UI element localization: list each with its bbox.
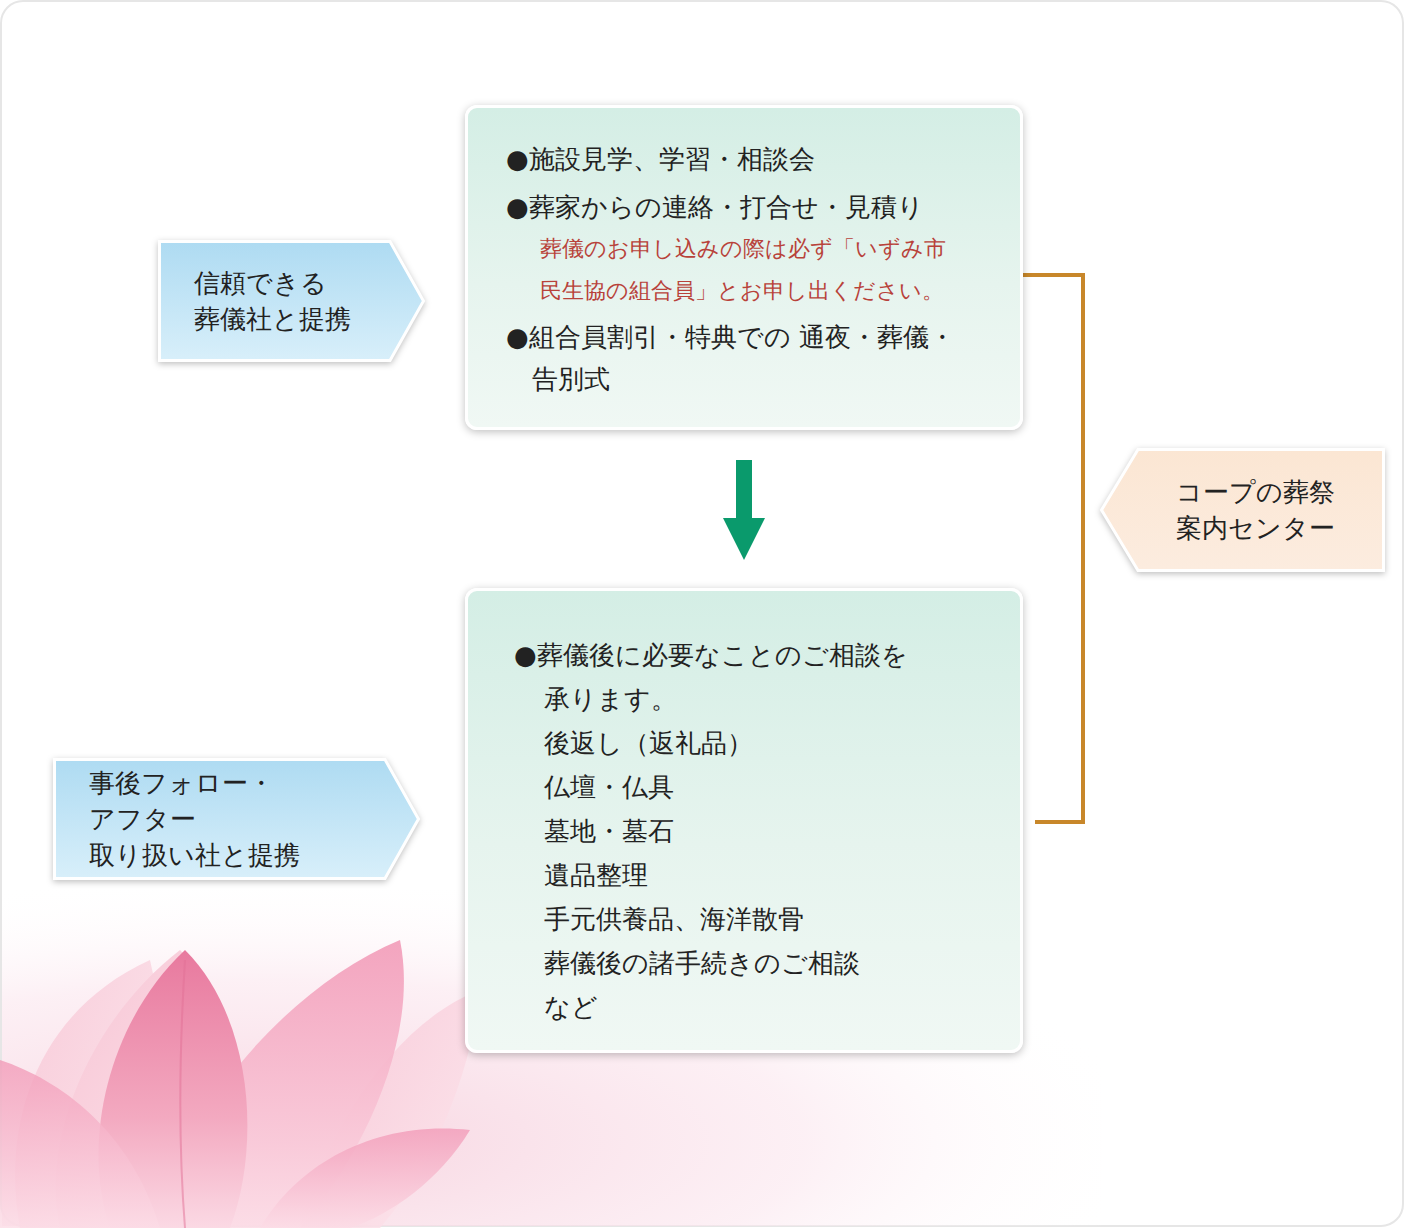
item-text: ●葬家からの連絡・打合せ・見積り (506, 186, 996, 228)
arrow-outline (1100, 448, 1385, 572)
item-text: 手元供養品、海洋散骨 (514, 897, 996, 941)
label-wrap: コープの葬祭 案内センター (1176, 474, 1365, 546)
item-text: 遺品整理 (514, 853, 996, 897)
arrow-shape (160, 242, 424, 361)
item-text: 葬儀後の諸手続きのご相談 (514, 941, 996, 985)
arrow-shape (55, 760, 419, 879)
item-text: 後返し（返礼品） (514, 721, 996, 765)
item-text: 仏壇・仏具 (514, 765, 996, 809)
label-text: コープの葬祭 案内センター (1176, 474, 1365, 546)
process-box: ●施設見学、学習・相談会 ●葬家からの連絡・打合せ・見積り葬儀のお申し込みの際は必… (465, 105, 1023, 430)
arrow-outline (158, 240, 425, 362)
item-text: ●葬儀後に必要なことのご相談を 承ります。 (514, 633, 996, 721)
service-arrow: 事後フォロー・アフター 取り扱い社と提携 (53, 758, 420, 880)
process-box: ●葬儀後に必要なことのご相談を 承ります。後返し（返礼品）仏壇・仏具墓地・墓石遺… (465, 588, 1023, 1053)
arrow-shape (1102, 450, 1384, 571)
item-text: など (514, 985, 996, 1029)
bracket-line (1023, 275, 1083, 822)
label-wrap: 事後フォロー・アフター 取り扱い社と提携 (89, 765, 380, 873)
label-text: 事後フォロー・アフター 取り扱い社と提携 (89, 765, 380, 873)
label-text: 信頼できる 葬儀社と提携 (194, 265, 385, 337)
item-text: ●組合員割引・特典での 通夜・葬儀・告別式 (506, 316, 996, 400)
service-arrow: 信頼できる 葬儀社と提携 (158, 240, 425, 362)
item-text: ●施設見学、学習・相談会 (506, 138, 996, 180)
label-wrap: 信頼できる 葬儀社と提携 (194, 265, 385, 337)
note-text: 葬儀のお申し込みの際は必ず「いずみ市 民生協の組合員」とお申し出ください。 (506, 228, 996, 312)
center-arrow: コープの葬祭 案内センター (1100, 448, 1385, 572)
flow-arrow (736, 460, 752, 520)
item-text: 墓地・墓石 (514, 809, 996, 853)
